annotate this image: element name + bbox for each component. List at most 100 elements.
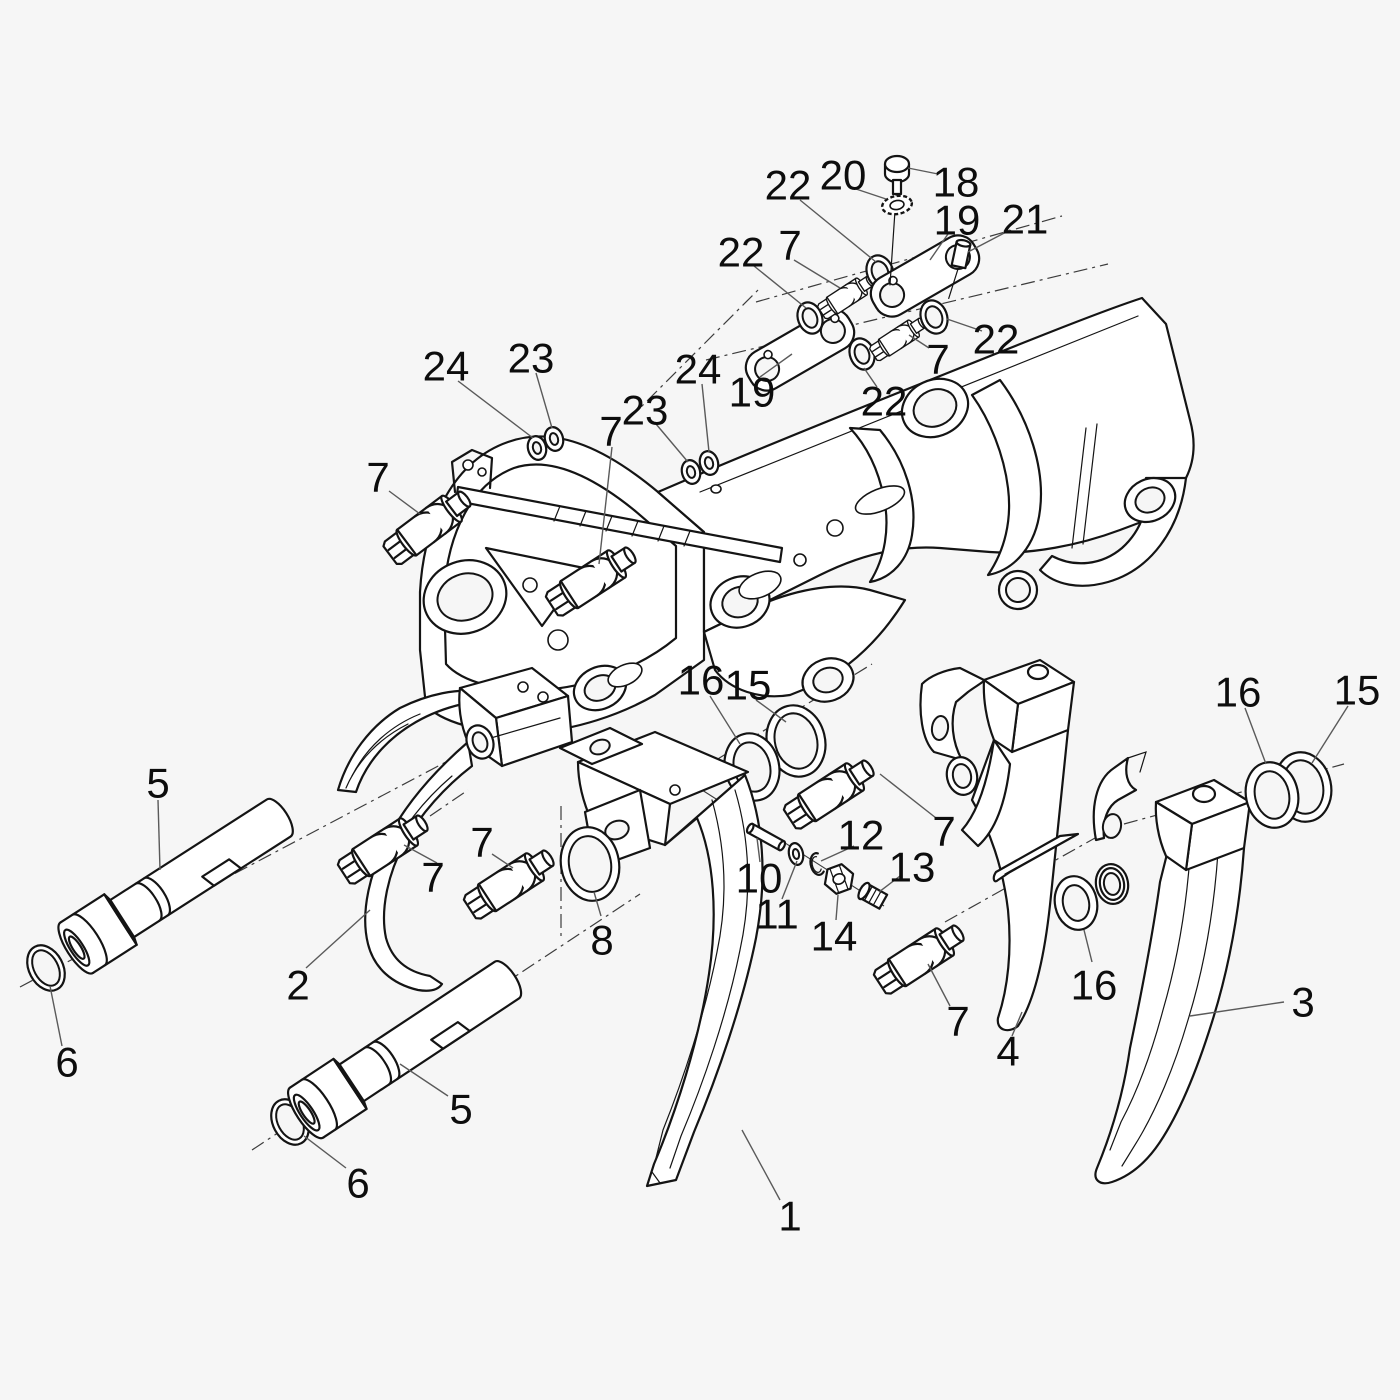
part-callout-1-39: 1 xyxy=(778,1193,801,1240)
washers-23-24 xyxy=(526,426,720,485)
ring-8 xyxy=(559,826,621,902)
part-callout-12-28: 12 xyxy=(838,812,885,859)
leader-line-part-6 xyxy=(49,985,63,1047)
snap-ring-6-upper xyxy=(26,944,66,992)
leader-line-part-16 xyxy=(1244,707,1267,765)
lock-washer-20 xyxy=(880,194,914,216)
leader-line-part-6 xyxy=(303,1135,347,1169)
leader-line-part-5 xyxy=(399,1063,449,1097)
part-callout-22-0: 22 xyxy=(765,162,812,209)
pin-21 xyxy=(948,238,972,299)
leader-line-part-22 xyxy=(863,367,878,388)
leader-line-part-1 xyxy=(741,1129,781,1201)
part-callout-2-25: 2 xyxy=(286,962,309,1009)
rings-15-16-right xyxy=(1244,751,1333,829)
pin-10 xyxy=(745,822,787,852)
part-callout-11-27: 11 xyxy=(755,891,799,938)
part-callout-21-4: 21 xyxy=(1002,196,1049,243)
part-callout-7-35: 7 xyxy=(946,998,969,1045)
part-callout-7-31: 7 xyxy=(932,808,955,855)
leader-line-part-19 xyxy=(929,233,949,261)
leader-line-part-7 xyxy=(793,259,841,289)
nut-14 xyxy=(823,863,855,895)
leader-line-part-22 xyxy=(799,199,877,263)
leader-line-part-13 xyxy=(878,875,901,893)
part-callout-20-1: 20 xyxy=(820,152,867,199)
leader-line-part-15 xyxy=(755,699,787,723)
part-callout-7-11: 7 xyxy=(599,408,622,455)
part-callout-3-38: 3 xyxy=(1291,979,1314,1026)
fork-3 xyxy=(1092,751,1252,1185)
leader-line-part-4 xyxy=(1011,1011,1023,1037)
part-callout-6-32: 6 xyxy=(55,1039,78,1086)
part-callout-16-36: 16 xyxy=(1071,962,1118,1009)
part-callout-7-22: 7 xyxy=(421,854,444,901)
part-callout-6-34: 6 xyxy=(346,1160,369,1207)
leader-line-part-21 xyxy=(967,229,1011,253)
part-callout-7-6: 7 xyxy=(778,222,801,269)
part-callout-5-33: 5 xyxy=(449,1086,472,1133)
leader-line-part-7 xyxy=(388,490,421,515)
washer-11 xyxy=(787,842,805,866)
ring-16-single xyxy=(1053,875,1099,931)
part-callout-22-13: 22 xyxy=(861,378,908,425)
leader-line-part-22 xyxy=(946,318,983,332)
leader-line-part-3 xyxy=(1189,1001,1285,1017)
leader-line-part-2 xyxy=(305,909,371,969)
leader-line-part-24 xyxy=(701,383,710,453)
part-callout-5-21: 5 xyxy=(146,760,169,807)
leader-line-part-7 xyxy=(879,773,937,819)
leader-line-part-7 xyxy=(403,844,438,864)
leader-line-part-7 xyxy=(491,853,514,869)
part-callout-7-14: 7 xyxy=(926,336,949,383)
leader-line-part-16 xyxy=(709,695,741,745)
link-assembly xyxy=(744,154,981,392)
leader-line-part-10 xyxy=(756,837,761,863)
leader-line-part-23 xyxy=(535,372,553,429)
fork-1 xyxy=(558,726,764,1188)
leader-line-part-8 xyxy=(593,891,602,917)
leader-line-part-19 xyxy=(759,353,793,378)
circlip-12 xyxy=(809,852,825,876)
leader-line-part-20 xyxy=(855,188,887,200)
part-callout-16-17: 16 xyxy=(678,657,725,704)
part-callout-8-24: 8 xyxy=(590,917,613,964)
part-callout-15-18: 15 xyxy=(725,662,772,709)
screw-13 xyxy=(857,881,889,910)
leader-line-part-7 xyxy=(908,334,930,349)
part-callout-24-7: 24 xyxy=(423,343,470,390)
screw-18 xyxy=(883,154,911,286)
leader-line-part-15 xyxy=(1311,705,1349,764)
leader-line-part-24 xyxy=(457,380,534,439)
part-callout-7-16: 7 xyxy=(366,454,389,501)
rings-15-16-center xyxy=(723,704,827,802)
part-callout-15-20: 15 xyxy=(1334,667,1381,714)
leader-line-part-5 xyxy=(157,799,161,871)
part-callout-22-5: 22 xyxy=(718,229,765,276)
leader-line-part-18 xyxy=(907,167,939,175)
frame-bores xyxy=(422,377,1177,712)
leader-line-part-23 xyxy=(655,423,689,463)
part-callout-4-37: 4 xyxy=(996,1028,1019,1075)
leader-line-part-7 xyxy=(598,446,613,565)
part-callout-24-10: 24 xyxy=(675,346,722,393)
part-callout-23-9: 23 xyxy=(622,387,669,434)
part-callout-23-8: 23 xyxy=(508,335,555,382)
part-callout-22-15: 22 xyxy=(973,316,1020,363)
leader-line-part-11 xyxy=(781,860,798,900)
hardware-10-14 xyxy=(745,822,889,910)
part-callout-7-23: 7 xyxy=(470,819,493,866)
leader-line-part-7 xyxy=(927,963,951,1007)
leader-line-part-22 xyxy=(753,265,807,309)
part-callout-14-30: 14 xyxy=(811,913,858,960)
part-callout-16-19: 16 xyxy=(1215,669,1262,716)
leader-line-part-12 xyxy=(820,845,855,862)
part-callout-10-26: 10 xyxy=(736,855,783,902)
part-callout-19-12: 19 xyxy=(729,369,776,416)
part-callout-19-3: 19 xyxy=(934,197,981,244)
part-callout-18-2: 18 xyxy=(933,159,980,206)
